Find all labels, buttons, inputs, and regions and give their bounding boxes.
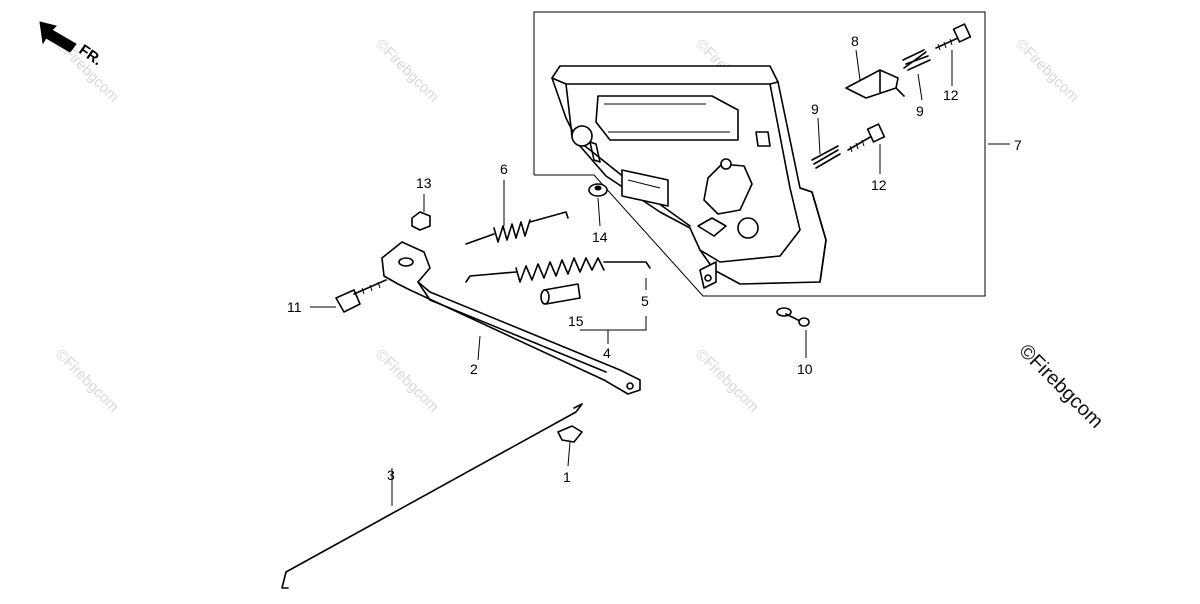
callout-number: 9 — [916, 103, 924, 119]
callout-number: 6 — [500, 161, 508, 177]
governor-bracket — [551, 65, 827, 289]
part-spring-small — [902, 49, 931, 71]
callout-number: 5 — [641, 293, 649, 309]
callout-number: 4 — [603, 345, 611, 361]
part-plate — [845, 69, 905, 99]
callout-number: 10 — [797, 361, 813, 377]
watermark: ©Firebgcom — [1012, 36, 1082, 106]
part-screw — [847, 123, 886, 153]
corner-watermark: ©Firebgcom — [1014, 340, 1107, 433]
part-bushing — [588, 183, 608, 197]
part-screw — [935, 23, 972, 51]
callout-number: 14 — [592, 229, 608, 245]
callout-number: 12 — [871, 177, 887, 193]
part-spring-small — [811, 145, 841, 169]
callout-number: 12 — [943, 87, 959, 103]
callout-labels: 1 2 3 4 5 6 7 8 9 9 10 11 12 12 13 14 15 — [287, 33, 1022, 485]
part-rod — [281, 403, 583, 589]
part-nut — [411, 211, 431, 231]
part-lever — [381, 241, 641, 395]
part-clip — [557, 425, 583, 443]
callout-number: 8 — [851, 33, 859, 49]
callout-number: 13 — [416, 175, 432, 191]
front-arrow-icon — [39, 21, 77, 53]
part-bolt-flange — [776, 307, 810, 327]
watermark: ©Firebgcom — [372, 346, 442, 416]
part-tube — [540, 283, 581, 305]
callout-number: 1 — [563, 469, 571, 485]
watermark: ©Firebgcom — [372, 36, 442, 106]
leader-lines — [310, 49, 1010, 506]
callout-number: 7 — [1014, 137, 1022, 153]
callout-number: 11 — [287, 299, 302, 315]
callout-number: 15 — [568, 313, 584, 329]
watermark: ©Firebgcom — [692, 346, 762, 416]
part-spring-long — [465, 257, 651, 283]
callout-number: 3 — [387, 467, 395, 483]
assembly-boundary — [533, 11, 986, 297]
part-spring — [465, 211, 569, 245]
callout-number: 2 — [470, 361, 478, 377]
part-bolt — [335, 279, 387, 313]
watermark: ©Firebgcom — [52, 346, 122, 416]
callout-number: 9 — [811, 101, 819, 117]
